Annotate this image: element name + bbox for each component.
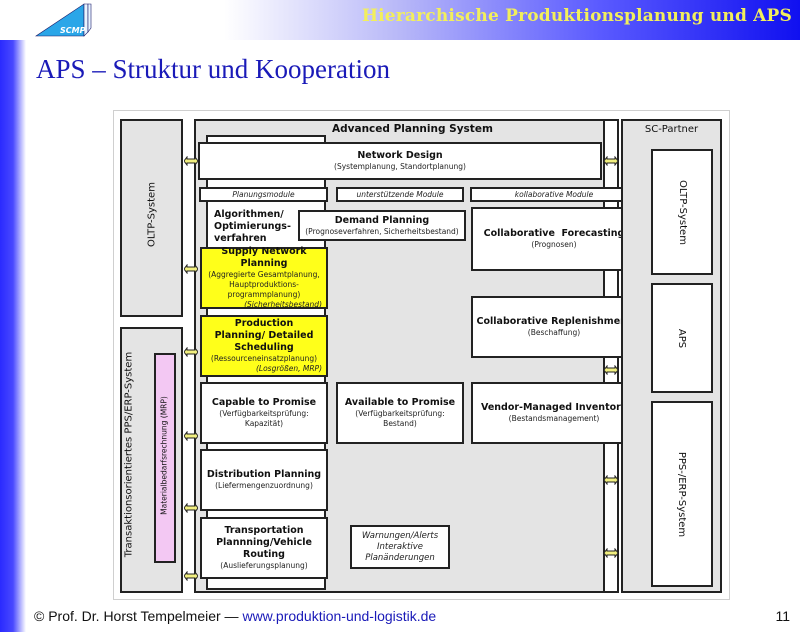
header-bar xyxy=(0,0,800,40)
aps-title: Advanced Planning System xyxy=(332,123,493,135)
partner-erp-label: PPS-/ERP-System xyxy=(676,451,688,537)
oltp-panel-left: OLTP-System xyxy=(120,119,183,317)
connector-arrow-icon xyxy=(184,347,198,357)
connector-arrow-icon xyxy=(184,156,198,166)
page-title: APS – Struktur und Kooperation xyxy=(36,54,390,84)
capable-to-promise-box: Capable to Promise (Verfügbarkeitsprüfun… xyxy=(200,382,328,444)
partner-oltp-label: OLTP-System xyxy=(676,179,688,245)
connector-arrow-icon xyxy=(184,503,198,513)
footer: © Prof. Dr. Horst Tempelmeier — www.prod… xyxy=(34,608,436,624)
network-design-box: Network Design (Systemplanung, Standortp… xyxy=(198,142,602,180)
module-header-collaborative: kollaborative Module xyxy=(470,187,638,202)
connector-arrow-icon xyxy=(604,475,618,485)
vendor-managed-inventory-box: Vendor-Managed Inventory (Bestandsmanage… xyxy=(471,382,637,444)
left-gradient-bar xyxy=(0,0,26,632)
supply-network-planning-box: Supply Network Planning (Aggregierte Ges… xyxy=(200,246,328,309)
mrp-label: Materialbedarfsrechnung (MRP) xyxy=(159,396,169,515)
connector-arrow-icon xyxy=(604,548,618,558)
connector-arrow-icon xyxy=(184,431,198,441)
partner-aps-box: APS xyxy=(651,283,713,393)
erp-panel-left: Transaktionsorientiertes PPS/ERP-System … xyxy=(120,327,183,593)
footer-website-link[interactable]: www.produktion-und-logistik.de xyxy=(242,608,437,624)
erp-label-left: Transaktionsorientiertes PPS/ERP-System xyxy=(123,351,135,558)
partner-aps-label: APS xyxy=(676,328,688,348)
sc-partner-title: SC-Partner xyxy=(644,124,699,135)
logo-text: SCMP xyxy=(60,26,86,35)
transportation-planning-box: Transportation Plannning/Vehicle Routing… xyxy=(200,517,328,579)
connector-arrow-icon xyxy=(184,571,198,581)
connector-arrow-icon xyxy=(604,156,618,166)
module-header-planning: Planungsmodule xyxy=(199,187,328,202)
collaborative-forecasting-box: Collaborative Forecasting (Prognosen) xyxy=(471,207,637,271)
partner-erp-box: PPS-/ERP-System xyxy=(651,401,713,587)
aps-diagram: OLTP-System Transaktionsorientiertes PPS… xyxy=(113,110,730,600)
connector-arrow-icon xyxy=(184,264,198,274)
algorithms-label: Algorithmen/ Optimierungs-verfahren xyxy=(214,209,291,244)
connector-arrow-icon xyxy=(604,365,618,375)
distribution-planning-box: Distribution Planning (Liefermengenzuord… xyxy=(200,449,328,511)
mrp-box: Materialbedarfsrechnung (MRP) xyxy=(154,353,176,563)
alerts-box: Warnungen/Alerts Interaktive Planänderun… xyxy=(350,525,450,569)
production-planning-box: Production Planning/ Detailed Scheduling… xyxy=(200,315,328,377)
oltp-label-left: OLTP-System xyxy=(146,182,158,247)
module-header-supporting: unterstützende Module xyxy=(336,187,464,202)
page-number: 11 xyxy=(775,608,790,624)
demand-planning-box: Demand Planning (Prognoseverfahren, Sich… xyxy=(298,210,466,241)
scmp-logo: SCMP xyxy=(35,3,92,37)
available-to-promise-box: Available to Promise (Verfügbarkeitsprüf… xyxy=(336,382,464,444)
footer-copyright: © Prof. Dr. Horst Tempelmeier — xyxy=(34,608,243,624)
partner-oltp-box: OLTP-System xyxy=(651,149,713,275)
collaborative-replenishment-box: Collaborative Replenishment (Beschaffung… xyxy=(471,296,637,358)
header-title: Hierarchische Produktionsplanung und APS xyxy=(361,6,792,26)
